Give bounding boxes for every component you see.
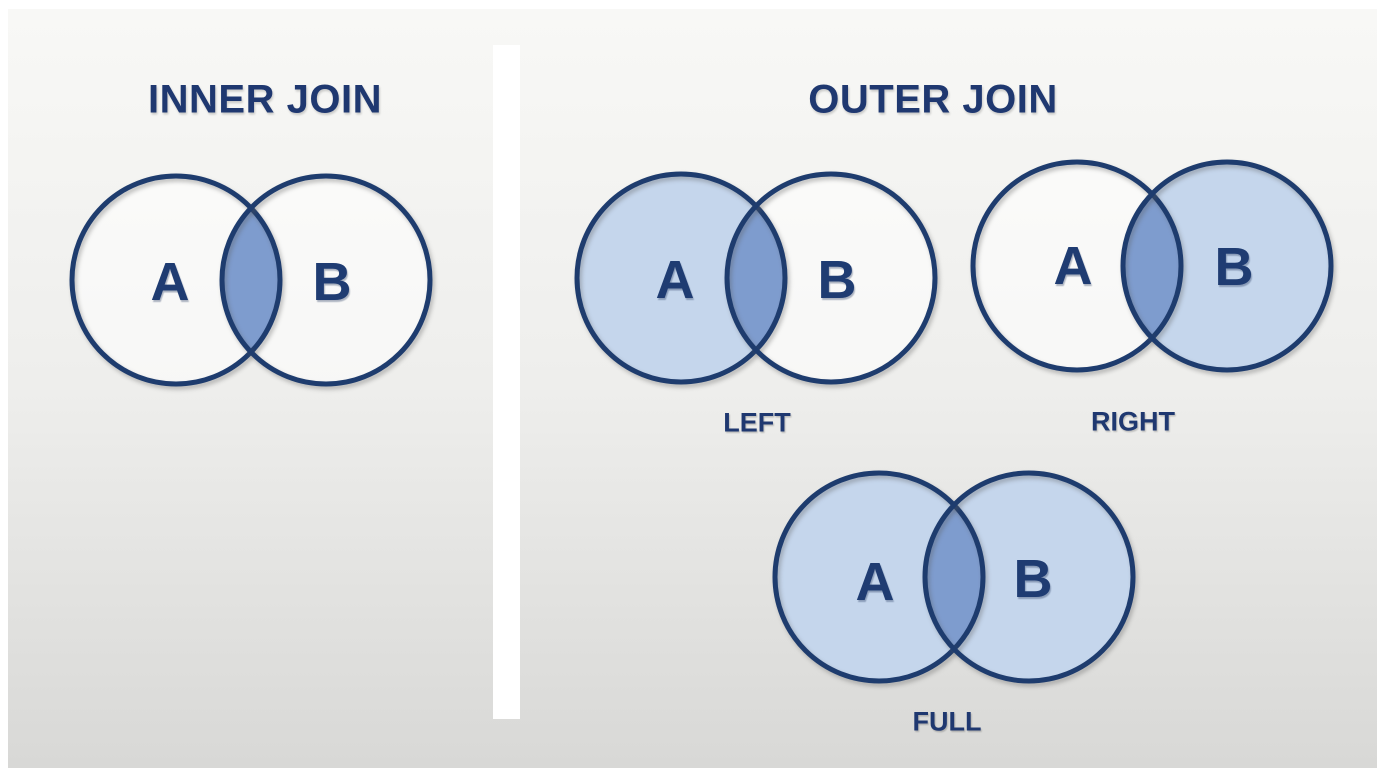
section-divider [493, 45, 520, 719]
circle-b-outline [1120, 159, 1334, 373]
set-b-letter: B [1014, 549, 1053, 609]
circle-a-fill [973, 162, 1181, 370]
inner-join-title: INNER JOIN [148, 77, 382, 122]
set-a-letter: A [151, 252, 190, 312]
circle-a-fill [577, 174, 785, 382]
circle-b-fill [1123, 162, 1331, 370]
circle-b-outline [922, 470, 1136, 684]
venn-diagram-right-join: A B [970, 159, 1334, 373]
circle-a-outline [574, 171, 788, 385]
circle-a-outline [69, 173, 283, 387]
set-b-letter: B [1215, 237, 1254, 297]
venn-diagram-left-join: A B [574, 171, 938, 385]
set-a-letter: A [1054, 236, 1093, 296]
set-a-letter: A [856, 552, 895, 612]
circle-a-outline [772, 470, 986, 684]
circle-b-fill [727, 174, 935, 382]
circle-b-outline [219, 173, 433, 387]
set-b-letter: B [313, 252, 352, 312]
circle-b-outline [724, 171, 938, 385]
circle-b-fill [222, 176, 430, 384]
left-join-label: LEFT [723, 407, 791, 438]
slide-background: INNER JOIN OUTER JOIN A B A B [8, 9, 1377, 768]
full-join-label: FULL [912, 706, 982, 737]
venn-diagram-inner-join: A B [69, 173, 433, 387]
circle-a-fill [72, 176, 280, 384]
circle-b-fill [925, 473, 1133, 681]
circle-a-fill [775, 473, 983, 681]
set-a-letter: A [656, 250, 695, 310]
venn-diagram-full-join: A B [772, 470, 1136, 684]
circle-a-outline [970, 159, 1184, 373]
right-join-label: RIGHT [1091, 406, 1175, 437]
set-b-letter: B [818, 250, 857, 310]
outer-join-title: OUTER JOIN [808, 77, 1058, 122]
